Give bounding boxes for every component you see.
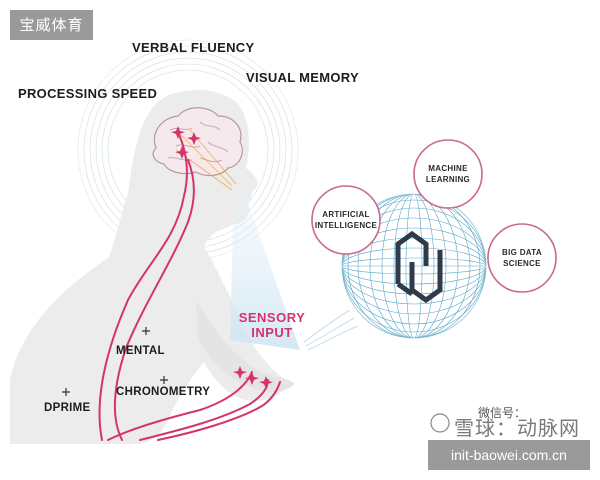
node-big-data	[487, 223, 557, 293]
node-text-line: LEARNING	[425, 175, 471, 184]
watermark-brand: 雪球：动脉网	[454, 416, 580, 440]
label-chronometry: CHRONOMETRY	[116, 386, 211, 398]
node-label-artificial-intelligence: ARTIFICIAL INTELLIGENCE	[312, 209, 380, 231]
brain-stars	[171, 126, 201, 159]
label-visual-memory: VISUAL MEMORY	[246, 70, 359, 85]
watermark-logo-icon	[430, 413, 450, 433]
sensory-line1: SENSORY	[238, 310, 306, 325]
silhouette-hand	[196, 300, 294, 392]
nerve-lines	[98, 131, 281, 441]
center-logo	[395, 230, 443, 304]
watermark-top-badge: 宝威体育	[10, 10, 93, 40]
watermark-bottom-badge: init-baowei.com.cn	[428, 440, 590, 470]
node-text-line: MACHINE	[428, 164, 468, 173]
node-label-machine-learning: MACHINE LEARNING	[418, 163, 478, 185]
label-processing-speed: PROCESSING SPEED	[18, 86, 158, 101]
label-dprime: DPRIME	[44, 402, 91, 414]
watermark-wechat: 微信号：	[478, 406, 527, 420]
node-machine-learning	[413, 139, 483, 209]
node-label-big-data: BIG DATA SCIENCE	[492, 247, 552, 269]
connector-lines	[303, 309, 359, 351]
node-text-line: INTELLIGENCE	[314, 221, 378, 230]
sparkle-markers	[62, 327, 168, 396]
sensory-line2: INPUT	[251, 325, 293, 340]
hand-stars	[233, 366, 273, 389]
label-mental: MENTAL	[116, 345, 165, 357]
node-text-line: ARTIFICIAL	[322, 210, 370, 219]
label-verbal-fluency: VERBAL FLUENCY	[132, 40, 255, 55]
node-text-line: SCIENCE	[503, 259, 541, 268]
label-sensory-input: SENSORY INPUT	[236, 310, 308, 340]
node-text-line: BIG DATA	[502, 248, 542, 257]
node-artificial-intelligence	[311, 185, 381, 255]
light-beam	[230, 188, 300, 350]
